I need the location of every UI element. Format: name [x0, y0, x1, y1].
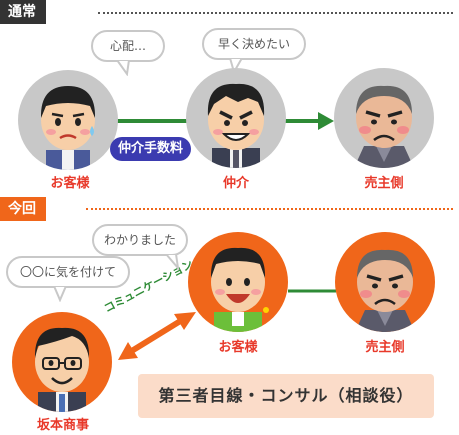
now-connectors	[118, 289, 336, 360]
section-tag-normal: 通常	[0, 0, 46, 24]
sakamoto-avatar	[12, 312, 112, 412]
thought-bubble-broker: 早く決めたい	[202, 28, 306, 74]
section-divider-normal	[98, 12, 453, 14]
thought-text-sakamoto: 〇〇に気を付けて	[19, 265, 116, 279]
label-sakamoto: 坂本商事	[36, 418, 89, 433]
arrow-head-left-icon	[118, 342, 138, 360]
grumpy-elder-icon	[355, 249, 415, 332]
arrow-head-right-icon	[174, 312, 196, 330]
label-customer-now: お客様	[218, 340, 258, 355]
worried-man-icon	[40, 86, 96, 170]
label-broker: 仲介	[222, 176, 249, 191]
thought-bubble-sakamoto: 〇〇に気を付けて	[6, 256, 130, 302]
brokerage-fee-badge: 仲介手数料	[110, 137, 192, 161]
thought-text-customer-now: わかりました	[103, 233, 176, 247]
happy-man-icon	[210, 247, 269, 332]
thought-bubble-customer-now: わかりました	[92, 224, 188, 270]
section-divider-now	[86, 208, 453, 210]
normal-connectors	[110, 112, 334, 130]
thought-text-customer: 心配…	[109, 39, 146, 53]
thought-text-broker: 早く決めたい	[217, 37, 290, 51]
bubble-tail-icon	[164, 254, 180, 270]
arrow-head-icon	[318, 112, 334, 130]
communication-arrow-line	[128, 317, 184, 355]
label-seller-now: 売主側	[365, 340, 405, 355]
smiling-man-glasses-icon	[34, 327, 90, 412]
customer-avatar-now	[188, 232, 288, 332]
seller-avatar-now	[335, 232, 435, 332]
section-tag-now: 今回	[0, 197, 46, 221]
bubble-tail-icon	[52, 286, 68, 302]
bubble-tail-icon	[115, 60, 131, 76]
customer-avatar-normal	[18, 70, 118, 170]
thought-bubble-customer: 心配…	[91, 30, 165, 76]
broker-avatar	[186, 68, 286, 168]
third-party-consultant-note: 第三者目線・コンサル（相談役）	[138, 374, 434, 418]
grumpy-elder-icon	[354, 85, 414, 168]
grinning-broker-icon	[207, 83, 265, 168]
label-seller-normal: 売主側	[364, 176, 404, 191]
seller-avatar-normal	[334, 68, 434, 168]
label-customer-normal: お客様	[50, 176, 90, 191]
